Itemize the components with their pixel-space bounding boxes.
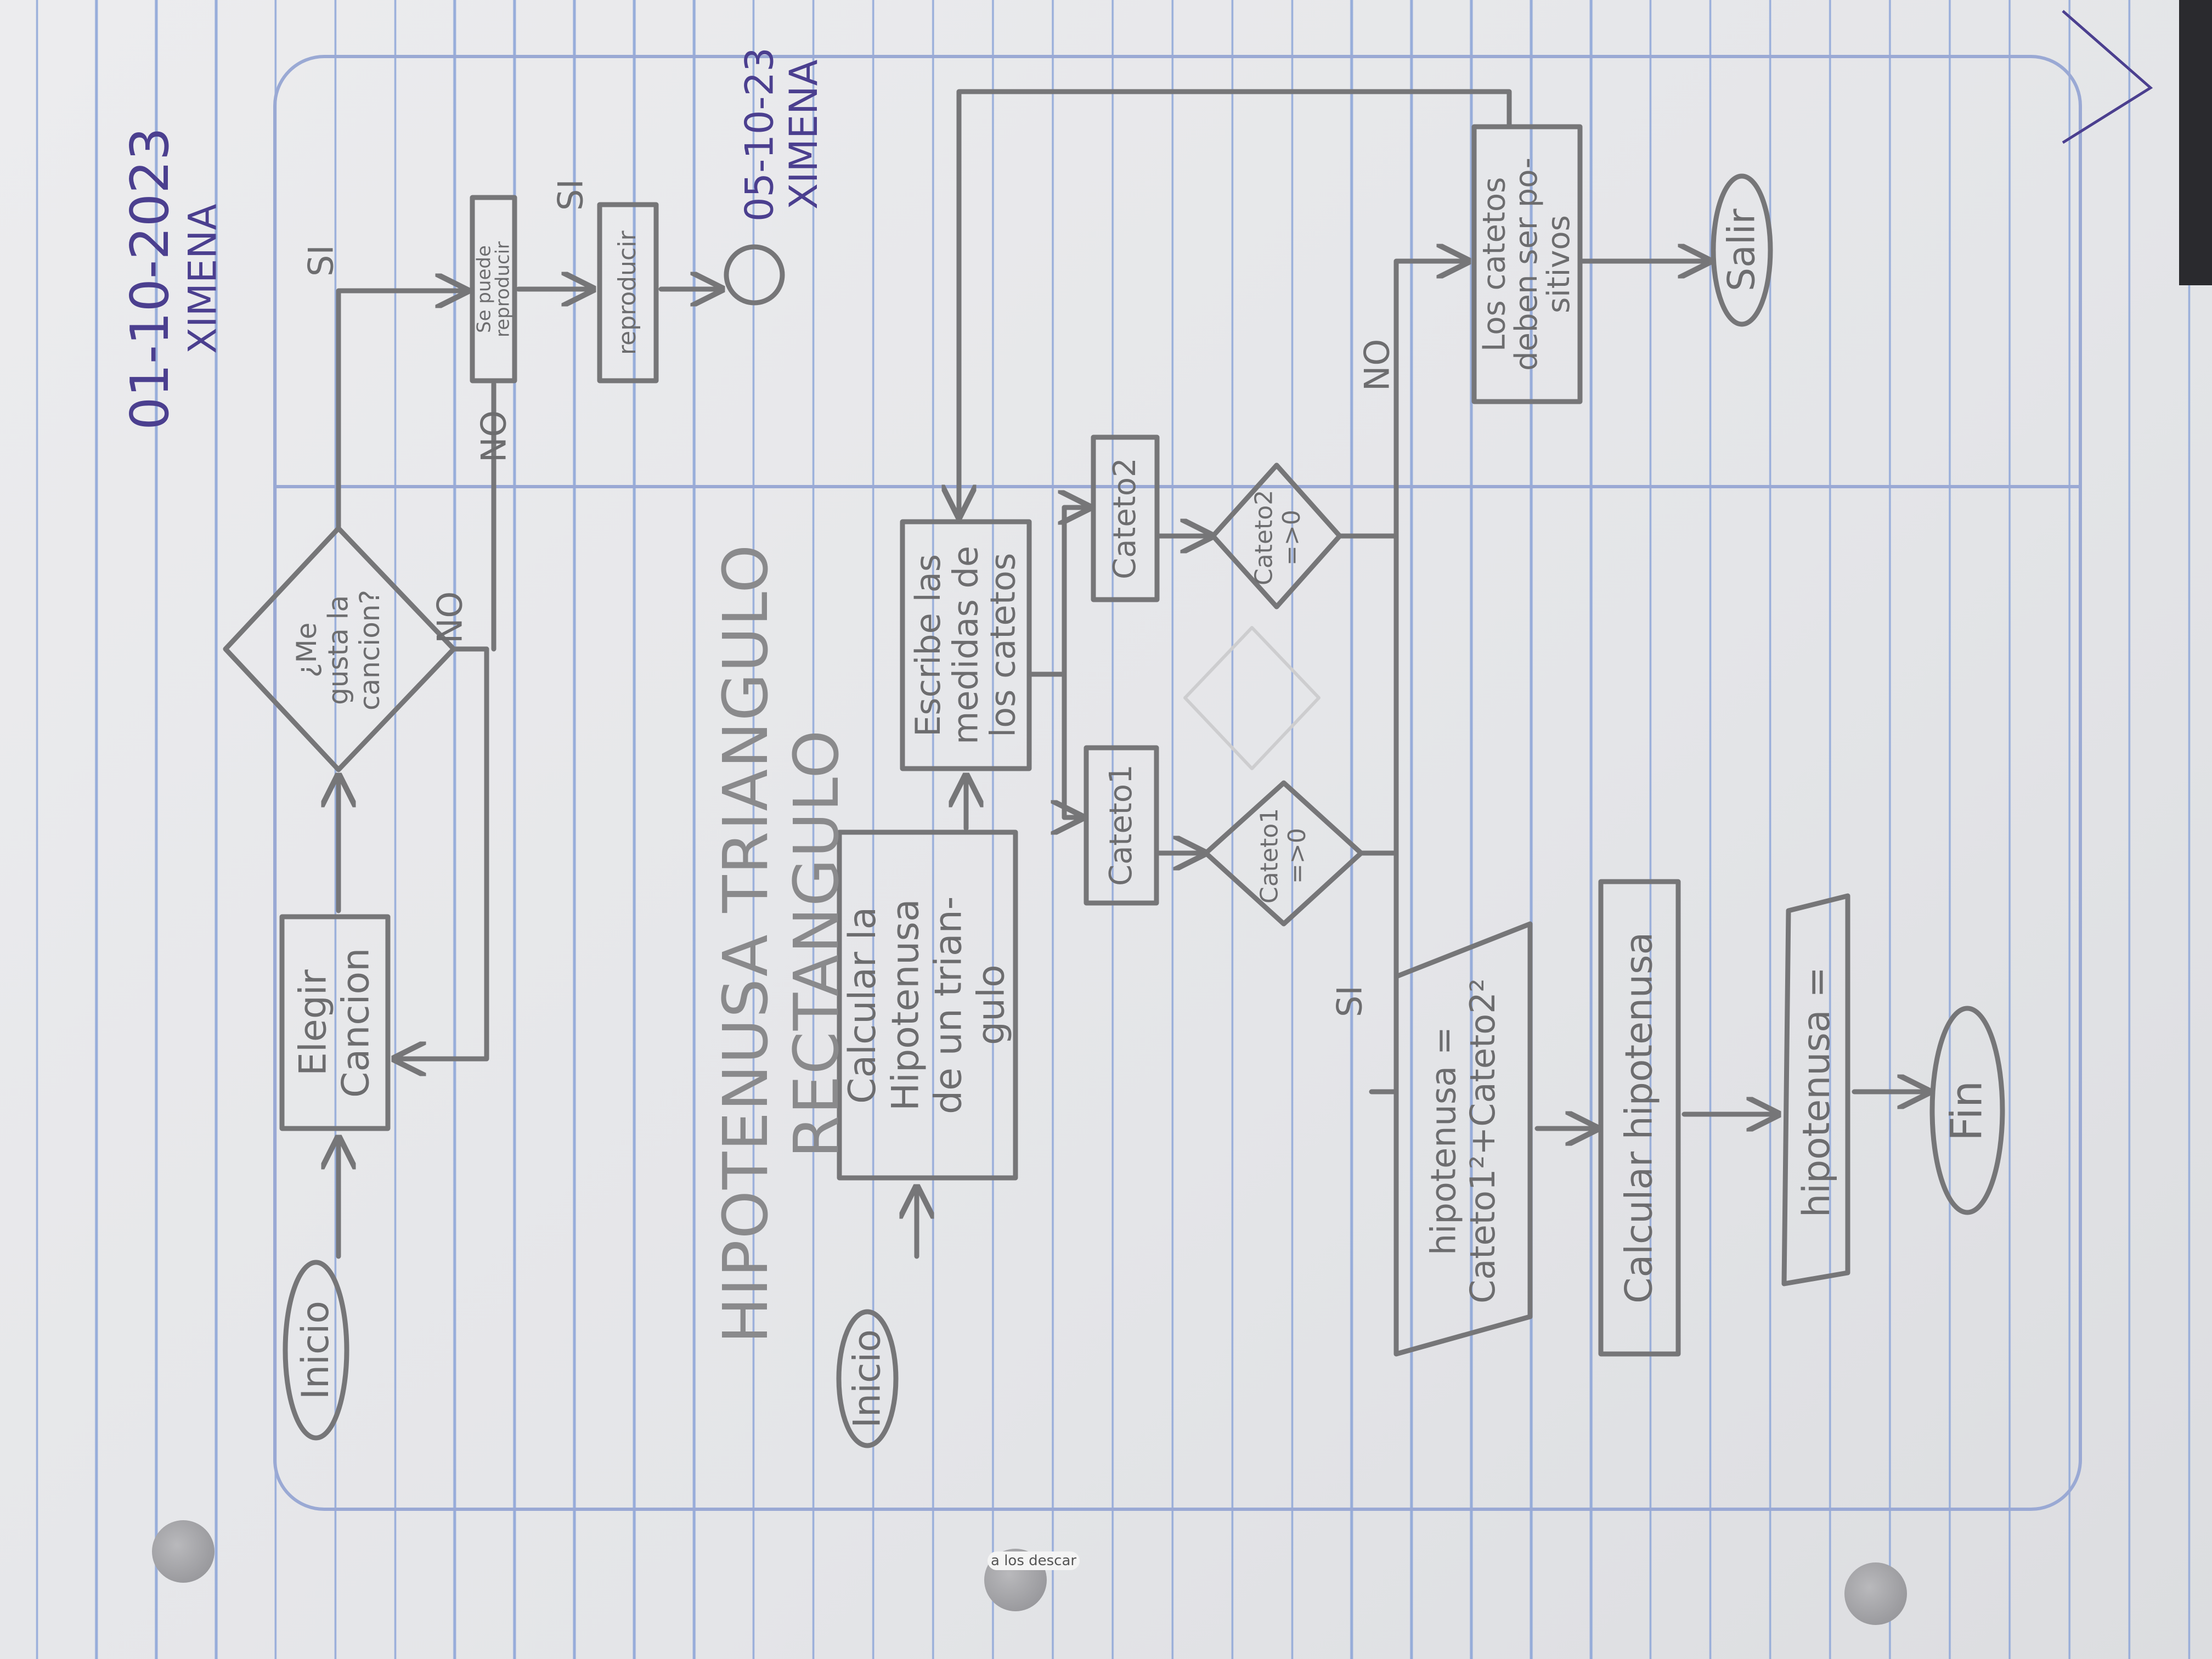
message-box (1471, 124, 1583, 404)
date-signature-2: 05-10-23 XIMENA (735, 47, 828, 222)
end-oval (1929, 1006, 2005, 1215)
name-text: XIMENA (180, 204, 225, 354)
play-node: reproducir (613, 230, 642, 355)
pen-stroke (2062, 10, 2153, 144)
arrow (336, 291, 466, 531)
yes-label: SI (550, 179, 591, 211)
input-box (1084, 745, 1159, 906)
io-parallelogram (1781, 893, 1850, 1286)
arrow (395, 646, 489, 1059)
process-box (597, 202, 659, 383)
end-circle (724, 244, 785, 306)
yes-label: SI (1329, 985, 1370, 1017)
yes-label: SI (301, 245, 341, 276)
decision-diamond (1203, 780, 1364, 927)
start-node: Inicio (294, 1301, 337, 1400)
input-box (1091, 435, 1160, 602)
cateto1-check: Cateto1=>0 (1255, 808, 1311, 904)
cateto2-input: Cateto2 (1107, 458, 1143, 579)
decision-diamond (1210, 462, 1342, 610)
no-label: NO (473, 410, 514, 462)
exit-node: Salir (1720, 208, 1764, 292)
no-label: NO (1357, 338, 1397, 391)
io-parallelogram (1393, 921, 1533, 1357)
cateto2-check: Cateto2=>0 (1250, 489, 1306, 586)
cateto1-input: Cateto1 (1103, 764, 1139, 887)
sticker-text: a los descar (988, 1551, 1080, 1570)
name-text: XIMENA (781, 59, 826, 210)
no-label: NO (430, 591, 470, 644)
exit-oval (1711, 173, 1773, 327)
input-box (900, 519, 1032, 771)
compute-node: Calcular hipotenusa (1617, 932, 1661, 1304)
process-box (279, 914, 391, 1131)
binder-hole (152, 1520, 215, 1583)
date-text: 01-10-2023 (120, 127, 181, 431)
process-box (1598, 879, 1681, 1357)
start-oval (283, 1260, 349, 1441)
end-node: Fin (1942, 1080, 1992, 1141)
decision-diamond (223, 526, 456, 772)
dark-object-edge (2179, 0, 2212, 285)
start-oval (836, 1309, 899, 1448)
date-text: 05-10-23 (737, 47, 782, 222)
process-box (470, 195, 517, 383)
date-signature-1: 01-10-2023 XIMENA (120, 70, 225, 487)
page-frame (273, 55, 2082, 1511)
output-node: hipotenusa = (1795, 966, 1838, 1217)
branch-line (1026, 505, 1067, 820)
formula-node: hipotenusa =Cateto1²+Cateto2² (1423, 978, 1503, 1304)
process-box (837, 830, 1018, 1181)
loop-arrow (959, 89, 1512, 516)
arrow (1393, 261, 1468, 1094)
binder-hole (1844, 1562, 1907, 1625)
erased-diamond (1183, 626, 1321, 770)
connector-line (1337, 533, 1399, 856)
start-node: Inicio (845, 1329, 889, 1428)
